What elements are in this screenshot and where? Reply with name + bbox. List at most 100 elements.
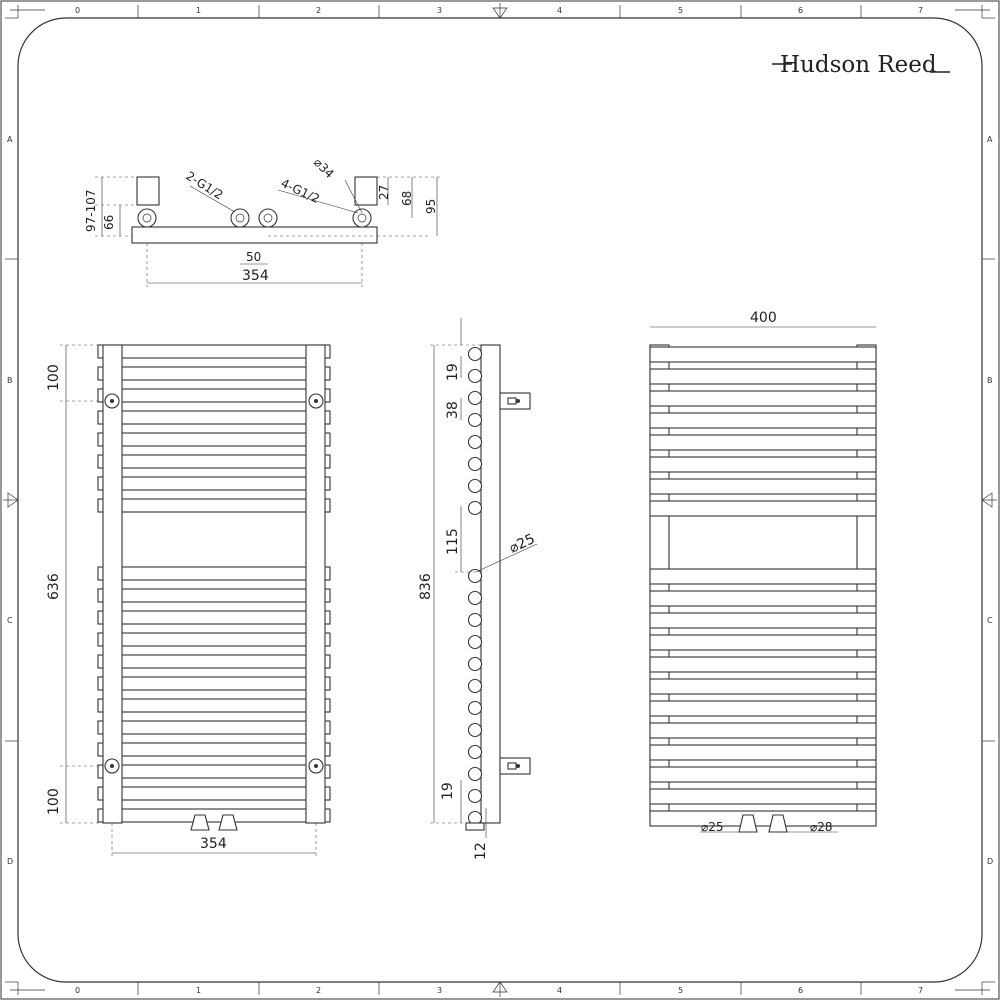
towel-bar [649, 722, 877, 739]
top-view: 97-107 66 2-G1/2 4-G1/2 ⌀34 27 68 95 50 … [84, 155, 440, 287]
grid-col-label: 2 [316, 6, 321, 15]
towel-bar [97, 454, 331, 469]
dim-front-middle: 636 [46, 573, 62, 600]
dim-side-base: 12 [473, 842, 489, 860]
wall-bracket-icon [104, 393, 324, 774]
towel-bar [649, 390, 877, 407]
towel-bar [649, 412, 877, 429]
towel-bar [649, 810, 877, 827]
tube-section [467, 568, 483, 584]
towel-bar [97, 654, 331, 669]
dim-side-height: 836 [418, 573, 434, 600]
dim-front-centres: 354 [200, 836, 227, 852]
tube-section [467, 700, 483, 716]
valve-icon [738, 814, 788, 833]
grid-row-label: C [7, 616, 13, 625]
grid-col-label: 7 [918, 986, 923, 995]
grid-col-label: 0 [75, 986, 80, 995]
tube-section [467, 346, 483, 362]
dim-front-top: 100 [46, 364, 62, 391]
dim-right-mid: 68 [400, 191, 414, 206]
grid-row-label: A [7, 135, 13, 144]
towel-bar [649, 656, 877, 673]
grid-col-label: 0 [75, 6, 80, 15]
grid-col-label: 2 [316, 986, 321, 995]
dim-left-height-total: 97-107 [84, 189, 98, 232]
towel-bar [649, 700, 877, 717]
tube-section [467, 590, 483, 606]
tube-section [467, 412, 483, 428]
dim-valve-dia: ⌀34 [311, 155, 337, 181]
dim-side-bottom-gap: 19 [440, 782, 456, 800]
dim-side-pitch: 38 [445, 401, 461, 419]
side-tubes [467, 346, 483, 826]
grid-col-label: 5 [678, 6, 683, 15]
dim-rear-width: 400 [750, 310, 777, 326]
tube-section [467, 612, 483, 628]
towel-bar [97, 676, 331, 691]
tube-section [467, 722, 483, 738]
grid-col-label: 6 [798, 6, 803, 15]
towel-bar [649, 456, 877, 473]
side-view: 836 19 38 115 ⌀25 19 12 [418, 318, 537, 860]
brand-name: Hudson Reed [780, 52, 937, 78]
tube-section [467, 368, 483, 384]
grid-col-label: 1 [196, 6, 201, 15]
dim-right-total: 95 [424, 199, 438, 214]
grid-col-label: 5 [678, 986, 683, 995]
dim-centres-top: 354 [242, 268, 269, 284]
tube-section [467, 766, 483, 782]
grid-row-label: D [7, 857, 13, 866]
front-bars [97, 344, 331, 823]
grid-row-label: D [987, 857, 993, 866]
towel-bar [649, 590, 877, 607]
grid-col-label: 4 [557, 986, 562, 995]
wall-bracket-icon [499, 392, 531, 775]
front-view: 100 636 100 354 [46, 344, 331, 858]
dim-connection-b: 4-G1/2 [279, 176, 322, 206]
towel-bar [97, 698, 331, 713]
towel-bar [97, 432, 331, 447]
dim-rear-right-valve: ⌀28 [810, 820, 833, 834]
towel-bar [649, 634, 877, 651]
towel-bar [649, 744, 877, 761]
rear-bars [649, 346, 877, 827]
towel-bar [97, 764, 331, 779]
grid-row-label: A [987, 135, 993, 144]
tube-section [467, 456, 483, 472]
dim-spacing: 50 [246, 250, 261, 264]
tube-section [467, 478, 483, 494]
grid-row-label: B [987, 376, 993, 385]
grid-col-label: 3 [437, 6, 442, 15]
towel-bar [97, 632, 331, 647]
towel-bar [97, 588, 331, 603]
towel-bar [97, 566, 331, 581]
towel-bar [649, 568, 877, 585]
tube-section [467, 434, 483, 450]
tube-section [467, 500, 483, 516]
grid-row-label: C [987, 616, 993, 625]
towel-bar [97, 610, 331, 625]
towel-bar [649, 368, 877, 385]
towel-bar [97, 498, 331, 513]
towel-bar [97, 366, 331, 381]
towel-bar [649, 788, 877, 805]
towel-bar [97, 742, 331, 757]
towel-bar [97, 720, 331, 735]
dim-right-offset: 27 [377, 185, 391, 200]
tube-section [467, 390, 483, 406]
towel-bar [649, 766, 877, 783]
grid-col-label: 1 [196, 986, 201, 995]
towel-bar [97, 344, 331, 359]
towel-bar [649, 500, 877, 517]
towel-bar [97, 388, 331, 403]
towel-bar [649, 612, 877, 629]
dim-side-tube-dia: ⌀25 [507, 531, 538, 557]
tube-section [467, 656, 483, 672]
dim-connection-a: 2-G1/2 [183, 169, 225, 203]
grid-row-label: B [7, 376, 13, 385]
towel-bar [649, 434, 877, 451]
towel-bar [649, 346, 877, 363]
towel-bar [649, 678, 877, 695]
